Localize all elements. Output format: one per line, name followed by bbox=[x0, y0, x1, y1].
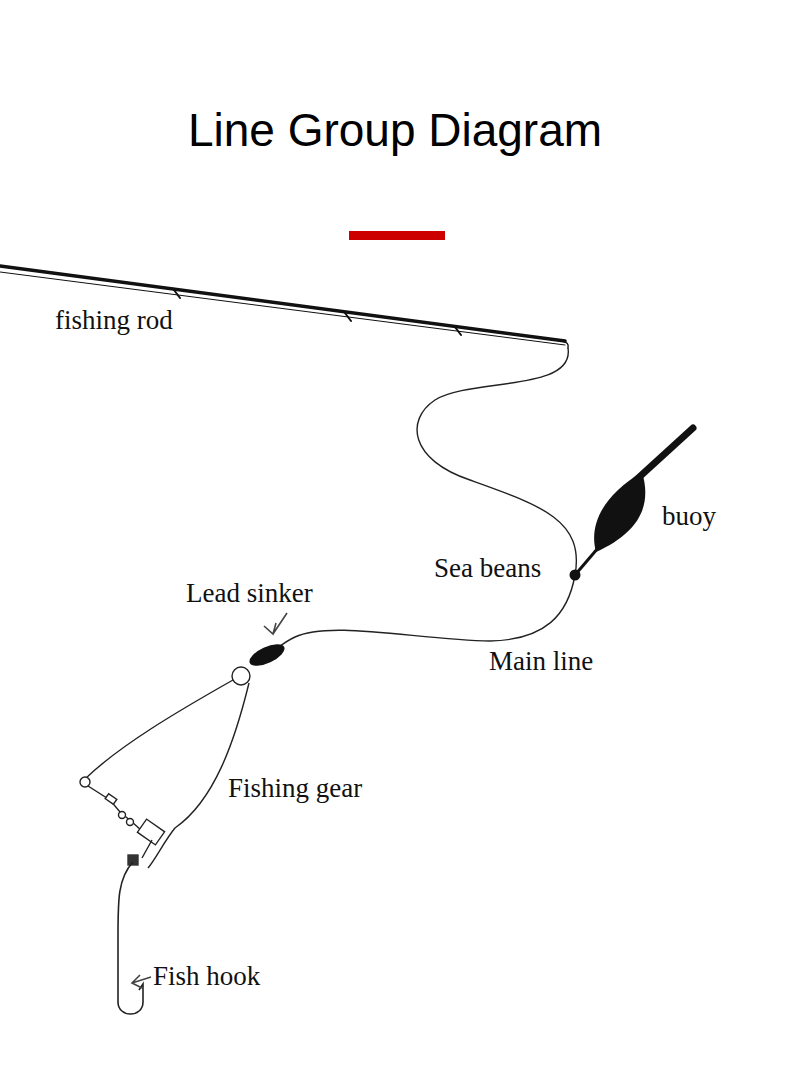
lead-sinker-symbol bbox=[246, 640, 287, 671]
fish-hook-arrow bbox=[132, 975, 151, 988]
title-underline bbox=[349, 231, 445, 240]
sea-bean-dot bbox=[570, 570, 581, 581]
part-name: Fish hook bbox=[153, 960, 260, 992]
lead-sinker-arrow bbox=[264, 613, 287, 634]
part-name: fishing rod bbox=[55, 304, 173, 336]
diagram-title: Line Group Diagram bbox=[0, 102, 790, 158]
main-line bbox=[268, 348, 576, 655]
fishing-rod bbox=[0, 266, 568, 348]
fishing-gear-symbol bbox=[80, 667, 250, 868]
part-name: Sea beans bbox=[434, 552, 541, 584]
part-name: Lead sinker bbox=[186, 577, 313, 609]
part-name: Main line bbox=[489, 645, 593, 677]
part-name: buoy bbox=[662, 500, 716, 532]
part-name: Fishing gear bbox=[228, 772, 362, 804]
fish-hook-symbol bbox=[118, 862, 143, 1014]
